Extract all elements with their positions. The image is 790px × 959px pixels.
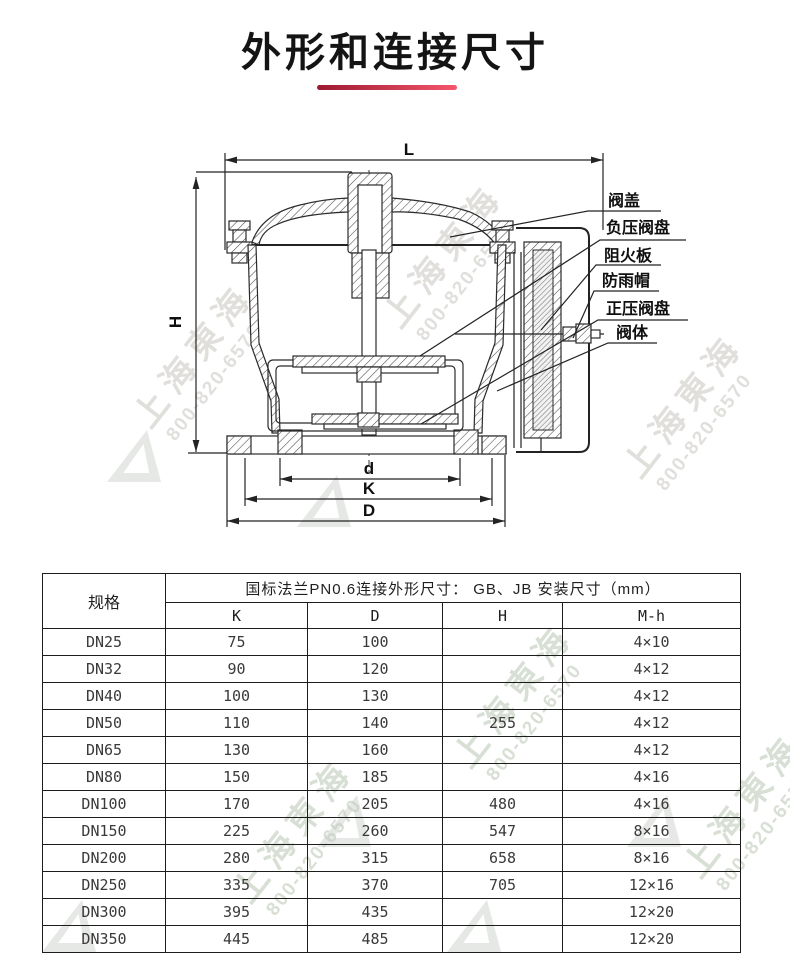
- mh-cell: 12×16: [561, 871, 742, 899]
- column-header-k: K: [165, 602, 308, 629]
- h-cell: [442, 736, 563, 764]
- dimension-table: 规格 国标法兰PN0.6连接外形尺寸： GB、JB 安装尺寸（mm） K D H…: [42, 573, 742, 953]
- spec-cell: DN250: [42, 871, 166, 899]
- h-cell: 705: [442, 871, 563, 899]
- spec-cell: DN25: [42, 628, 166, 656]
- mh-cell: 4×12: [561, 736, 742, 764]
- h-cell: [442, 763, 563, 791]
- dimension-label-D: D: [363, 501, 375, 520]
- mh-cell: 4×12: [561, 655, 742, 683]
- h-cell: [442, 682, 563, 710]
- k-cell: 110: [165, 709, 308, 737]
- dimension-label-h: H: [166, 316, 185, 328]
- dimension-lines: [188, 153, 604, 527]
- k-cell: 445: [165, 925, 308, 953]
- table-row: DN25 75 100 4×10: [42, 628, 742, 656]
- d-cell: 120: [307, 655, 443, 683]
- spec-cell: DN32: [42, 655, 166, 683]
- mh-cell: 4×12: [561, 682, 742, 710]
- k-cell: 75: [165, 628, 308, 656]
- table-row: DN150 225 260 547 8×16: [42, 817, 742, 845]
- d-cell: 160: [307, 736, 443, 764]
- h-cell: 658: [442, 844, 563, 872]
- spec-cell: DN65: [42, 736, 166, 764]
- mh-cell: 8×16: [561, 844, 742, 872]
- k-cell: 395: [165, 898, 308, 926]
- leader-lines: [419, 210, 688, 425]
- table-row: DN350 445 485 12×20: [42, 925, 742, 953]
- table-row: DN300 395 435 12×20: [42, 898, 742, 926]
- d-cell: 315: [307, 844, 443, 872]
- d-cell: 370: [307, 871, 443, 899]
- h-cell: [442, 898, 563, 926]
- d-cell: 435: [307, 898, 443, 926]
- k-cell: 335: [165, 871, 308, 899]
- column-header-h: H: [442, 602, 563, 629]
- d-cell: 100: [307, 628, 443, 656]
- valve-body-drawing: [226, 172, 604, 455]
- k-cell: 150: [165, 763, 308, 791]
- mh-cell: 4×12: [561, 709, 742, 737]
- part-label-valve-body: 阀体: [616, 323, 649, 342]
- h-cell: [442, 628, 563, 656]
- k-cell: 225: [165, 817, 308, 845]
- k-cell: 130: [165, 736, 308, 764]
- spec-cell: DN40: [42, 682, 166, 710]
- mh-cell: 4×10: [561, 628, 742, 656]
- d-cell: 185: [307, 763, 443, 791]
- table-row: DN250 335 370 705 12×16: [42, 871, 742, 899]
- table-row: DN40 100 130 4×12: [42, 682, 742, 710]
- spec-cell: DN100: [42, 790, 166, 818]
- d-cell: 130: [307, 682, 443, 710]
- title-underline: [317, 85, 457, 90]
- page-title: 外形和连接尺寸: [241, 31, 549, 75]
- mh-cell: 8×16: [561, 817, 742, 845]
- table-row: DN65 130 160 4×12: [42, 736, 742, 764]
- h-cell: 480: [442, 790, 563, 818]
- d-cell: 140: [307, 709, 443, 737]
- mh-cell: 12×20: [561, 898, 742, 926]
- dimension-label-l: L: [404, 140, 414, 159]
- part-label-flame-arrestor: 阻火板: [604, 246, 653, 265]
- column-header-d: D: [307, 602, 443, 629]
- vacuum-disc: [292, 355, 446, 368]
- spec-column-header: 规格: [42, 573, 166, 629]
- part-label-rain-cap: 防雨帽: [602, 271, 650, 290]
- spec-cell: DN300: [42, 898, 166, 926]
- k-cell: 280: [165, 844, 308, 872]
- h-cell: [442, 925, 563, 953]
- mh-cell: 4×16: [561, 763, 742, 791]
- part-label-vacuum-disc: 负压阀盘: [606, 218, 670, 237]
- spec-cell: DN50: [42, 709, 166, 737]
- table-row: DN80 150 185 4×16: [42, 763, 742, 791]
- mh-cell: 4×16: [561, 790, 742, 818]
- column-header-mh: M-h: [561, 602, 742, 629]
- spec-cell: DN150: [42, 817, 166, 845]
- k-cell: 100: [165, 682, 308, 710]
- dimension-label-d: d: [364, 459, 374, 478]
- spec-cell: DN80: [42, 763, 166, 791]
- table-row: DN32 90 120 4×12: [42, 655, 742, 683]
- d-cell: 205: [307, 790, 443, 818]
- h-cell: 255: [442, 709, 563, 737]
- part-label-valve-cover: 阀盖: [608, 191, 640, 210]
- spec-cell: DN200: [42, 844, 166, 872]
- table-group-header: 国标法兰PN0.6连接外形尺寸： GB、JB 安装尺寸（mm）: [164, 573, 742, 603]
- k-cell: 170: [165, 790, 308, 818]
- dimension-label-k: K: [363, 479, 376, 498]
- table-row: DN200 280 315 658 8×16: [42, 844, 742, 872]
- table-row: DN100 170 205 480 4×16: [42, 790, 742, 818]
- valve-diagram: L H d K D: [166, 140, 688, 527]
- table-body: DN25 75 100 4×10 DN32 90 120 4×12 DN40 1…: [42, 628, 742, 953]
- bolt-left: [226, 220, 253, 264]
- mh-cell: 12×20: [561, 925, 742, 953]
- part-label-pressure-disc: 正压阀盘: [606, 299, 670, 318]
- h-cell: 547: [442, 817, 563, 845]
- h-cell: [442, 655, 563, 683]
- table-row: DN50 110 140 255 4×12: [42, 709, 742, 737]
- spec-cell: DN350: [42, 925, 166, 953]
- k-cell: 90: [165, 655, 308, 683]
- d-cell: 260: [307, 817, 443, 845]
- d-cell: 485: [307, 925, 443, 953]
